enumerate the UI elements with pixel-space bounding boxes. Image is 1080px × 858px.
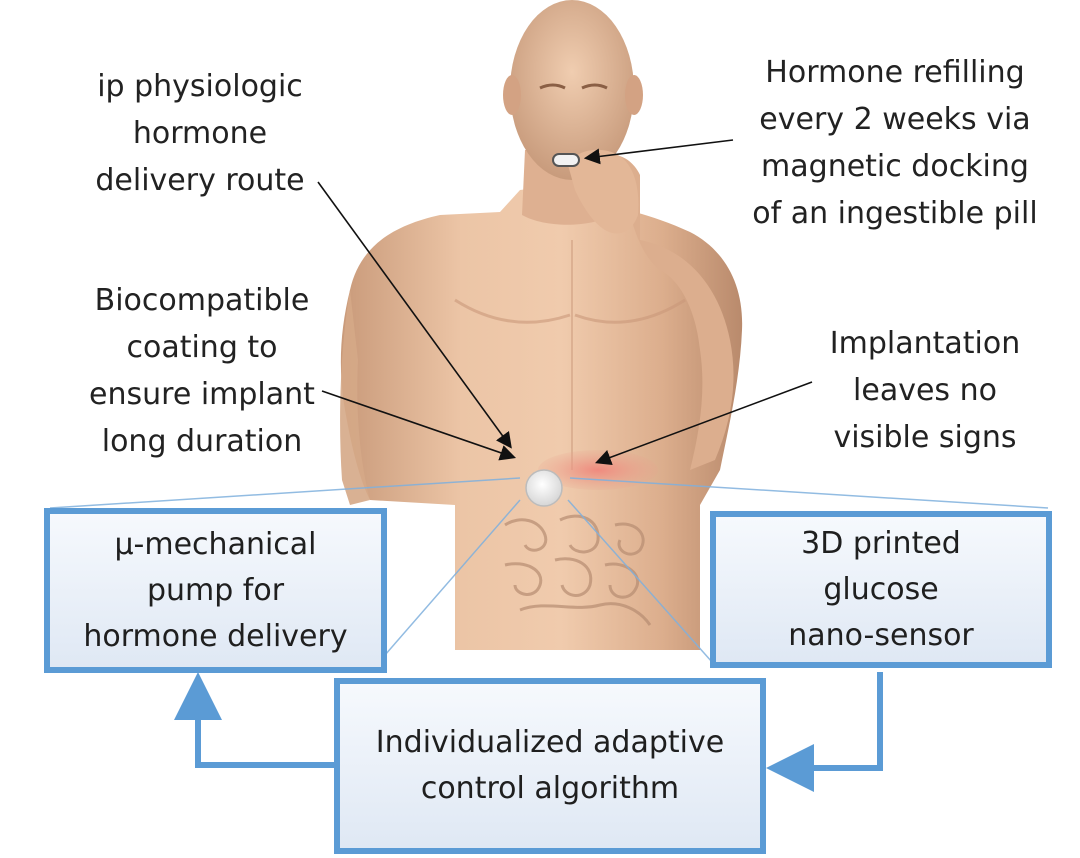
- box-sensor-line: 3D printed: [801, 525, 961, 561]
- box-pump: μ-mechanical pump for hormone delivery: [44, 508, 387, 673]
- box-algorithm-line: control algorithm: [420, 771, 680, 806]
- arrow-hormone-refill: [583, 139, 734, 165]
- box-sensor-line: nano-sensor: [788, 617, 974, 653]
- label-coating: Biocompatible coating to ensure implant …: [89, 283, 315, 459]
- box-pump-line: μ-mechanical: [114, 526, 317, 562]
- box-pump-line: hormone delivery: [83, 618, 348, 654]
- implant-icon: [525, 469, 563, 507]
- head-shape: [510, 0, 634, 180]
- pill-icon: [552, 153, 580, 167]
- callout-lines: [49, 477, 1049, 663]
- box-algorithm-line: Individualized adaptive: [375, 725, 725, 760]
- label-implantation: Implantation leaves no visible signs: [829, 326, 1021, 455]
- organ-highlight: [538, 450, 658, 490]
- box-algorithm: Individualized adaptive control algorith…: [334, 678, 766, 854]
- box-pump-line: pump for: [146, 572, 285, 608]
- arrow-implantation: [595, 381, 813, 466]
- box-sensor: 3D printed glucose nano-sensor: [710, 511, 1052, 668]
- label-hormone-refill: Hormone refilling every 2 weeks via magn…: [752, 55, 1038, 231]
- box-sensor-line: glucose: [823, 571, 939, 607]
- raised-arm-shape: [600, 154, 734, 470]
- feedback-line-left: [174, 672, 338, 768]
- intestines-shape: [504, 514, 652, 626]
- hand-shape: [568, 149, 639, 234]
- arrow-ip-route: [317, 181, 512, 449]
- arrow-coating: [321, 390, 517, 461]
- feedback-line-right: [766, 672, 883, 792]
- label-ip-route: ip physiologic hormone delivery route: [95, 69, 305, 198]
